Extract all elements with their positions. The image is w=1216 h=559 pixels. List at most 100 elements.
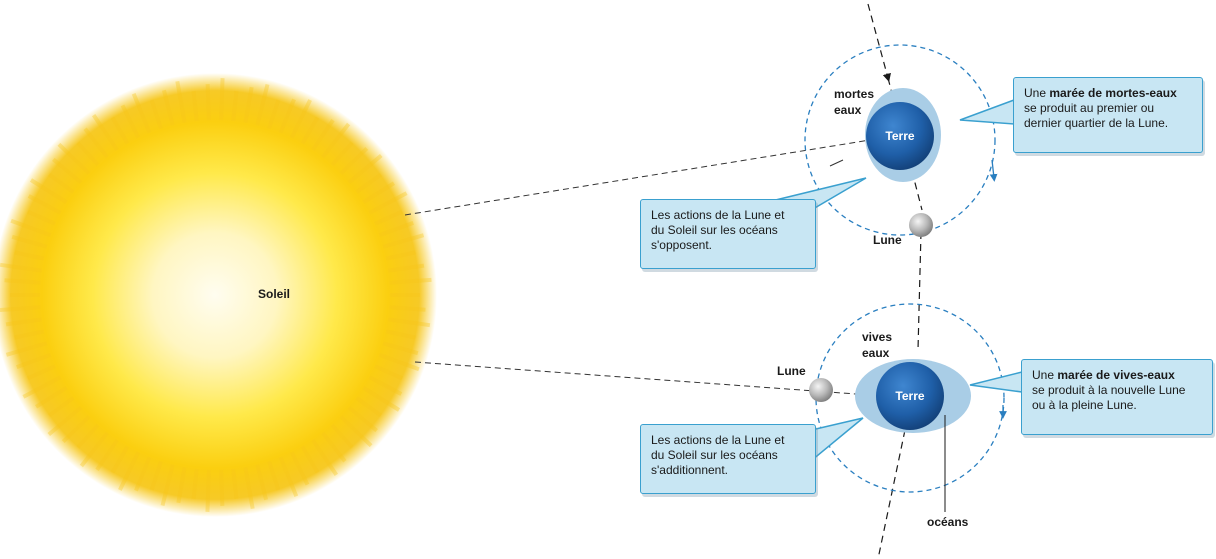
sun-ray — [22, 375, 62, 399]
callout-line-1: Une marée de vives-eaux — [1032, 368, 1202, 383]
oceans-label: océans — [927, 515, 969, 529]
sun-ray — [368, 191, 408, 215]
sun-ray — [176, 466, 187, 504]
sun-ray — [83, 127, 109, 159]
sun-ray — [368, 375, 403, 396]
callout-line-1: Les actions de la Lune et — [651, 208, 785, 222]
sun-ray — [388, 317, 431, 328]
callout-spring-tide-definition: Une marée de vives-eaux se produit à la … — [1021, 359, 1213, 435]
sun-ray — [382, 233, 425, 249]
sun-ray — [355, 396, 383, 418]
spring-tide-label-line2: eaux — [862, 346, 890, 360]
sun-ray-line-top — [404, 139, 871, 216]
sun-ray — [0, 262, 42, 273]
sun-ray — [162, 89, 175, 126]
sun-ray — [79, 431, 109, 468]
sun-ray — [339, 415, 373, 448]
sun-ray — [5, 317, 42, 327]
sun-ray — [26, 209, 56, 226]
axis-line-bottom — [877, 429, 906, 559]
sun-ray — [362, 386, 401, 412]
sun-ray — [267, 99, 281, 130]
sun-ray — [385, 329, 416, 340]
sun-ray — [14, 329, 45, 340]
sun-ray — [57, 142, 91, 175]
sun-ray — [47, 172, 75, 194]
callout-line-3: s'opposent. — [651, 238, 713, 252]
sun-ray — [10, 218, 52, 238]
callout-spring-tide-explanation: Les actions de la Lune et du Soleil sur … — [640, 424, 816, 494]
callout-line-2: se produit au premier ou — [1024, 101, 1155, 115]
callout-tail-right-top — [959, 98, 1015, 125]
sun-ray — [61, 415, 91, 444]
sun-ray — [330, 141, 354, 167]
sun-ray — [388, 263, 425, 273]
sun-ray — [47, 405, 83, 437]
spring-tide-system — [789, 303, 1023, 512]
sun-ray — [289, 99, 312, 139]
sun-ray — [219, 469, 225, 506]
sun-ray — [134, 456, 152, 492]
sun-ray — [27, 194, 62, 215]
sun-ray — [385, 250, 416, 261]
moon-label-top: Lune — [873, 233, 902, 247]
sun-ray — [255, 83, 270, 126]
sun-ray — [52, 157, 83, 185]
callout-line-3: dernier quartier de la Lune. — [1024, 116, 1169, 130]
sun-ray — [35, 386, 68, 409]
sun-ray — [231, 90, 239, 122]
sun-ray — [95, 438, 119, 472]
callout-prefix: Une — [1024, 86, 1050, 100]
callout-line-1: Les actions de la Lune et — [651, 433, 785, 447]
sun-ray — [347, 405, 378, 433]
sun-glow — [0, 73, 437, 517]
sun-ray — [0, 305, 41, 313]
sun-ray — [378, 352, 420, 372]
callout-tail-right-bottom — [969, 371, 1023, 393]
sun-ray — [311, 118, 335, 152]
sun-ray — [362, 181, 395, 204]
sun-ray — [175, 80, 187, 124]
sun-ray — [191, 468, 199, 500]
earth-bottom — [876, 362, 944, 430]
sun-ray — [374, 364, 404, 381]
sun-ray — [76, 141, 100, 167]
sun-ray — [355, 172, 383, 194]
moon-orbit-bottom — [815, 303, 1005, 493]
axis-line-middle — [917, 231, 922, 351]
sun-ray — [321, 431, 347, 463]
earth-label-top: Terre — [885, 129, 915, 143]
tick-top — [829, 159, 844, 167]
sun-ray — [219, 78, 225, 121]
callout-neap-tide-explanation: Les actions de la Lune et du Soleil sur … — [640, 199, 816, 269]
sun-ray — [191, 90, 199, 122]
callout-line-2: du Soleil sur les océans — [651, 223, 778, 237]
callout-line-1: Une marée de mortes-eaux — [1024, 86, 1192, 101]
sun-ray — [330, 423, 354, 449]
sun-ray — [110, 445, 130, 474]
sun-ray — [149, 460, 163, 491]
sun-ray — [339, 146, 369, 175]
sun-ray — [91, 113, 119, 152]
sun-ray — [389, 305, 426, 312]
sun-ray — [389, 277, 432, 285]
moon-label-bottom: Lune — [777, 364, 806, 378]
callout-bold-term: marée de vives-eaux — [1057, 368, 1175, 382]
moon-bottom — [809, 378, 833, 402]
sun-ray — [311, 438, 339, 477]
earth-label-bottom: Terre — [895, 389, 925, 403]
sun-ray — [347, 153, 383, 185]
sun-ray — [243, 466, 255, 510]
moon-orbit-top — [804, 44, 996, 236]
sun-ray — [76, 423, 100, 449]
sun-ray — [382, 341, 419, 356]
sun-ray — [5, 341, 48, 357]
sun-ray — [16, 352, 52, 370]
sun-ray — [374, 209, 404, 226]
sun-ray — [321, 122, 351, 159]
sun-ray — [267, 460, 281, 491]
sun-ray — [300, 116, 320, 145]
orbit-arrow-top — [989, 159, 998, 182]
